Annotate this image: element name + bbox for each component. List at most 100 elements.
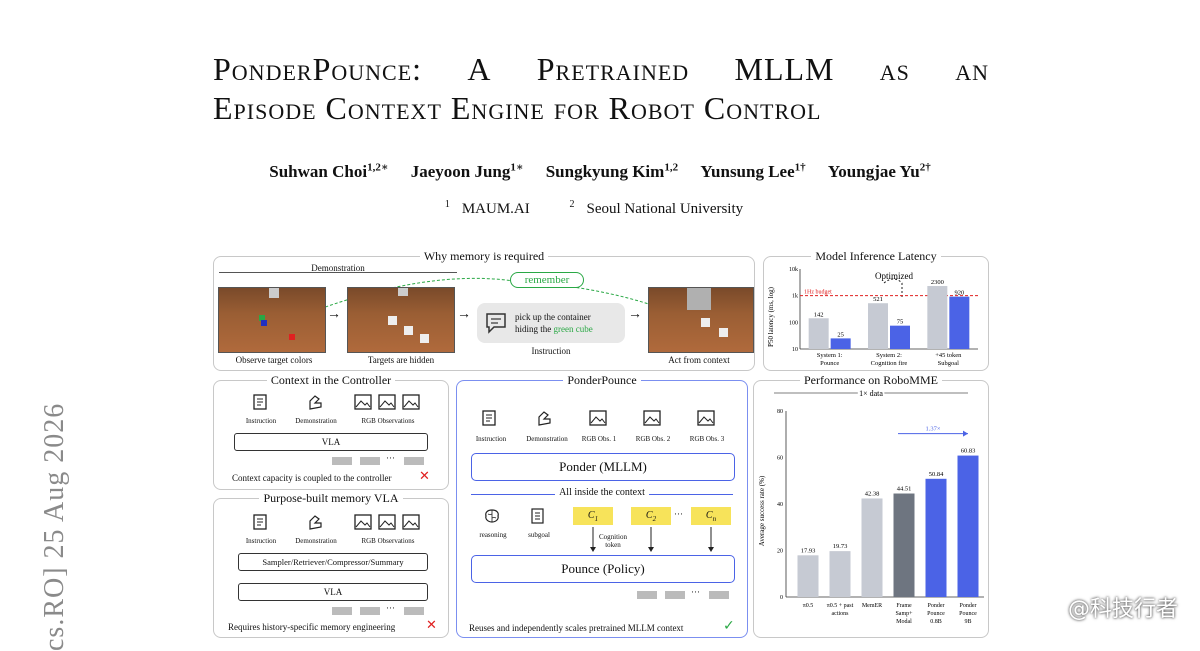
latency-ytick: 10 bbox=[792, 347, 798, 353]
red-cube bbox=[289, 334, 295, 340]
demonstration-icon bbox=[538, 411, 551, 426]
robomme-ytick: 20 bbox=[777, 549, 783, 555]
latency-bar bbox=[808, 318, 829, 349]
ellipsis: ··· bbox=[691, 587, 700, 597]
image-icon bbox=[354, 514, 372, 530]
robomme-xtick: π0.5 bbox=[803, 603, 814, 609]
author: Youngjae Yu2† bbox=[827, 161, 931, 181]
icon-label: RGB Obs. 1 bbox=[581, 435, 617, 443]
ponder-note: Reuses and independently scales pretrain… bbox=[469, 623, 684, 633]
robomme-bar-label: 44.51 bbox=[897, 486, 912, 493]
robot-arm bbox=[687, 288, 711, 310]
robomme-ylabel: Average success rate (%) bbox=[758, 475, 766, 546]
robomme-ytick: 60 bbox=[777, 456, 783, 462]
arrow-right-icon: → bbox=[628, 307, 642, 322]
author: Jaeyoon Jung1∗ bbox=[410, 161, 524, 181]
purpose-built-title: Purpose-built memory VLA bbox=[214, 491, 448, 506]
latency-bar-label: 142 bbox=[814, 311, 824, 318]
robomme-xtick: Ponder bbox=[928, 603, 945, 609]
latency-bar bbox=[830, 338, 851, 349]
author: Suhwan Choi1,2∗ bbox=[269, 161, 389, 181]
robomme-bar bbox=[925, 478, 947, 597]
action-token bbox=[404, 457, 424, 465]
icon-label: RGB Observations bbox=[361, 537, 415, 545]
image-icon bbox=[697, 410, 715, 426]
action-token bbox=[637, 591, 657, 599]
action-token bbox=[709, 591, 729, 599]
context-note: Context capacity is coupled to the contr… bbox=[232, 473, 392, 483]
latency-xtick: Subgoal bbox=[938, 360, 960, 367]
latency-xtick: Cognition fire bbox=[871, 360, 908, 367]
latency-chart: P50 latency (ms, log) Optimized 10k1k100… bbox=[767, 267, 978, 367]
robomme-xtick: Modal bbox=[896, 619, 912, 625]
arrow-right-icon: → bbox=[457, 307, 471, 322]
latency-ytick: 10k bbox=[789, 267, 798, 273]
title-line-2: Episode Context Engine for Robot Control bbox=[213, 90, 822, 126]
instruction-text: pick up the container hiding the green c… bbox=[515, 312, 593, 334]
image-icon bbox=[378, 394, 396, 410]
paper-title: PonderPounce: A Pretrained MLLM as an Ep… bbox=[213, 50, 989, 128]
caption-observe: Observe target colors bbox=[235, 355, 313, 365]
latency-bar-label: 25 bbox=[837, 331, 844, 338]
latency-bar bbox=[927, 286, 948, 349]
watermark: @科技行者 bbox=[1067, 597, 1178, 622]
robomme-xtick: Ponder bbox=[960, 603, 977, 609]
icon-label: Instruction bbox=[475, 435, 507, 443]
token-arrows bbox=[590, 527, 714, 552]
check-icon: ✓ bbox=[723, 618, 735, 634]
icon-label: Demonstration bbox=[295, 417, 337, 425]
arrow-right-icon: → bbox=[327, 307, 341, 322]
robomme-bar-label: 17.93 bbox=[801, 547, 816, 554]
container bbox=[719, 328, 728, 337]
robomme-bar-label: 19.73 bbox=[833, 543, 848, 550]
image-icon bbox=[354, 394, 372, 410]
robomme-chart: 1× data Average success rate (%) 8060402… bbox=[758, 387, 984, 625]
latency-chart-panel: Model Inference Latency P50 latency (ms,… bbox=[763, 249, 989, 371]
title-word: MLLM bbox=[734, 51, 835, 87]
robomme-ytick: 80 bbox=[777, 409, 783, 415]
title-word: Pretrained bbox=[536, 51, 690, 87]
brain-icon bbox=[485, 509, 499, 523]
author: Sungkyung Kim1,2 bbox=[545, 161, 679, 181]
icon-label: Demonstration bbox=[526, 435, 568, 443]
icon-label: Demonstration bbox=[295, 537, 337, 545]
cognition-token: C2 bbox=[631, 507, 671, 525]
context-controller-panel: Context in the Controller Instruction De… bbox=[213, 373, 449, 490]
speedup-arrowhead bbox=[963, 430, 968, 437]
ponder-mllm-box: Ponder (MLLM) bbox=[471, 453, 735, 481]
robomme-xtick: Pounce bbox=[927, 611, 945, 617]
vla-box: VLA bbox=[234, 433, 428, 451]
vla-box: VLA bbox=[238, 583, 428, 601]
latency-xtick: System 1: bbox=[817, 352, 843, 359]
image-icon bbox=[402, 394, 420, 410]
latency-bar bbox=[868, 303, 888, 349]
ellipsis: ··· bbox=[674, 509, 683, 519]
demonstration-label: Demonstration bbox=[311, 263, 365, 273]
robomme-xtick: Samp+ bbox=[895, 611, 913, 617]
robomme-chart-panel: Performance on RoboMME 1× data Average s… bbox=[753, 373, 989, 638]
robomme-bar bbox=[861, 498, 883, 597]
action-token bbox=[360, 607, 380, 615]
image-icon bbox=[643, 410, 661, 426]
action-token bbox=[332, 457, 352, 465]
icon-label: Instruction bbox=[245, 537, 277, 545]
subgoal-icon bbox=[531, 508, 544, 524]
robot-gripper bbox=[398, 288, 408, 296]
title-word: PonderPounce: bbox=[213, 51, 423, 87]
arxiv-stamp: cs.RO] 25 Aug 2026 bbox=[20, 320, 90, 651]
purpose-note: Requires history-specific memory enginee… bbox=[228, 622, 396, 632]
instruction-icon bbox=[482, 410, 496, 426]
author-list: Suhwan Choi1,2∗ Jaeyoon Jung1∗ Sungkyung… bbox=[0, 160, 1200, 182]
ellipsis: ··· bbox=[386, 453, 395, 463]
optimized-arrow bbox=[883, 278, 903, 299]
demonstration-icon bbox=[309, 515, 322, 530]
robomme-xtick: π0.5 + past bbox=[827, 603, 854, 609]
demonstration-bracket bbox=[219, 272, 457, 273]
optimized-label: Optimized bbox=[875, 271, 913, 281]
robot-gripper bbox=[269, 288, 279, 298]
icon-label: Instruction bbox=[245, 417, 277, 425]
speedup-label: 1.37× bbox=[925, 426, 940, 433]
caption-act: Act from context bbox=[668, 355, 730, 365]
